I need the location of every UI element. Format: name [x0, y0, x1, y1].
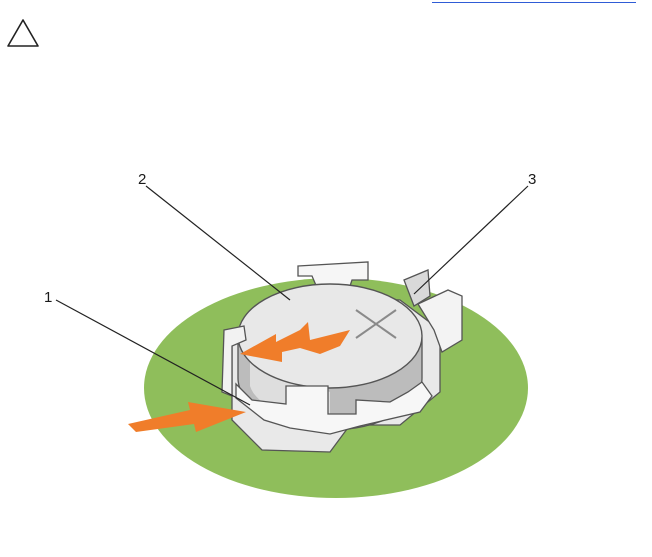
callout-1: 1	[44, 289, 52, 306]
callout-3: 3	[528, 171, 536, 188]
callout-2: 2	[138, 171, 146, 188]
